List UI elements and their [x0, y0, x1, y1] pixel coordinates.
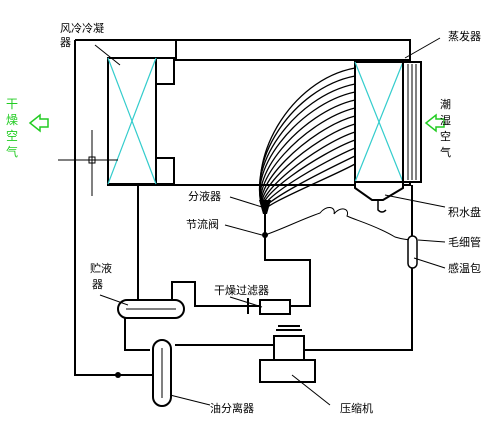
label-condenser-2: 器: [60, 36, 71, 49]
capillary-tube: [264, 207, 415, 241]
distributor-tubes: [259, 67, 356, 213]
label-capillary: 毛细管: [448, 235, 481, 249]
condenser: [107, 57, 175, 185]
leader-lines: [94, 37, 446, 406]
label-liquid-distributor: 分液器: [188, 189, 221, 203]
dry-air-char-4: 气: [6, 144, 18, 159]
temp-bulb: [407, 235, 418, 269]
crosshair-marker: [58, 130, 118, 196]
oil-separator: [115, 339, 172, 407]
humid-air-char-1: 潮: [440, 97, 451, 111]
filter-drier: [247, 298, 291, 315]
dry-air-char-1: 干: [6, 97, 18, 111]
pipe-left-down: [74, 40, 160, 376]
humid-air-char-4: 气: [440, 145, 451, 159]
humid-air-char-3: 空: [440, 129, 451, 143]
water-tray: [354, 181, 404, 201]
label-throttle-valve: 节流阀: [186, 217, 219, 231]
label-compressor: 压缩机: [340, 401, 373, 415]
dry-air-char-3: 空: [6, 129, 18, 143]
pipe-receiver-to-oilsep: [124, 318, 150, 351]
compressor: [259, 325, 316, 383]
evaporator: [354, 61, 422, 213]
label-filter-drier: 干燥过滤器: [214, 284, 269, 297]
dry-air-char-2: 燥: [6, 113, 18, 127]
pipe-top-right: [176, 39, 411, 60]
pipe-right-down: [315, 185, 413, 351]
dry-air-arrow-icon: [28, 113, 49, 133]
label-water-tray: 积水盘: [448, 205, 481, 219]
label-receiver-1: 贮液: [90, 261, 112, 275]
label-evaporator: 蒸发器: [448, 29, 481, 43]
label-condenser-1: 风冷冷凝: [60, 21, 104, 35]
humid-air-arrow-icon: [424, 113, 445, 133]
pipe-filter-to-throttle: [264, 235, 311, 307]
receiver: [117, 299, 185, 319]
humid-air-char-2: 湿: [440, 114, 451, 127]
pipe-receiver-to-filter: [171, 281, 248, 307]
label-receiver-2: 器: [92, 278, 103, 291]
label-oil-separator: 油分离器: [210, 401, 254, 415]
label-temp-bulb: 感温包: [448, 262, 481, 275]
liquid-distributor: [259, 200, 271, 214]
